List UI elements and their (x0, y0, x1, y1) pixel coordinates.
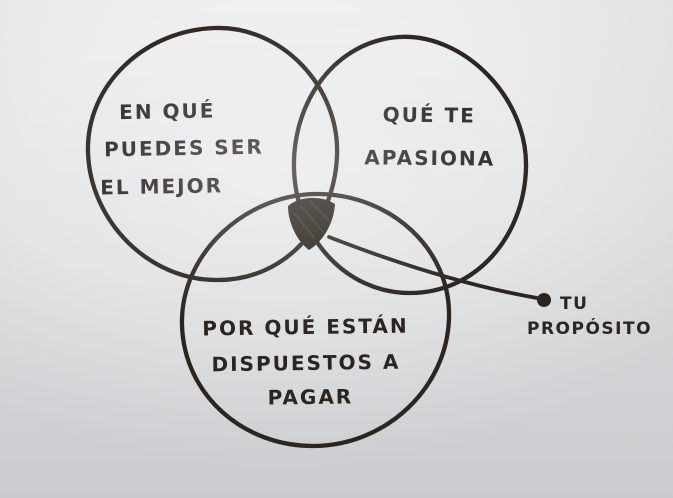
circle-passion-outline (291, 34, 529, 296)
pointer-dot (537, 293, 551, 307)
center-intersection (288, 197, 335, 250)
label-passion-line-2: APASIONA (364, 145, 495, 170)
label-pay-line-3: PAGAR (267, 384, 353, 409)
circle-pay-outline (179, 191, 452, 449)
label-circle-best: EN QUÉ PUEDES SER EL MEJOR (100, 98, 264, 199)
label-circle-pay: POR QUÉ ESTÁN DISPUESTOS A PAGAR (202, 314, 409, 410)
venn-circles (85, 25, 529, 449)
pointer-callout (327, 235, 551, 307)
label-pay-line-2: DISPUESTOS A (211, 350, 400, 377)
label-purpose-line-1: TU (560, 294, 588, 314)
label-best-line-1: EN QUÉ (119, 98, 216, 124)
label-pay-line-1: POR QUÉ ESTÁN (202, 314, 409, 341)
label-best-line-3: EL MEJOR (100, 173, 223, 199)
label-circle-passion: QUÉ TE APASIONA (364, 103, 495, 171)
label-purpose-line-2: PROPÓSITO (527, 317, 652, 339)
circle-best-outline (85, 25, 340, 283)
marker-hatch-strokes (293, 200, 330, 240)
diagram-labels: EN QUÉ PUEDES SER EL MEJOR QUÉ TE APASIO… (100, 98, 652, 410)
center-intersection-shade (288, 197, 335, 250)
label-best-line-2: PUEDES SER (104, 135, 264, 162)
pointer-line (327, 235, 539, 300)
label-passion-line-1: QUÉ TE (383, 103, 476, 128)
label-purpose: TU PROPÓSITO (527, 294, 652, 339)
